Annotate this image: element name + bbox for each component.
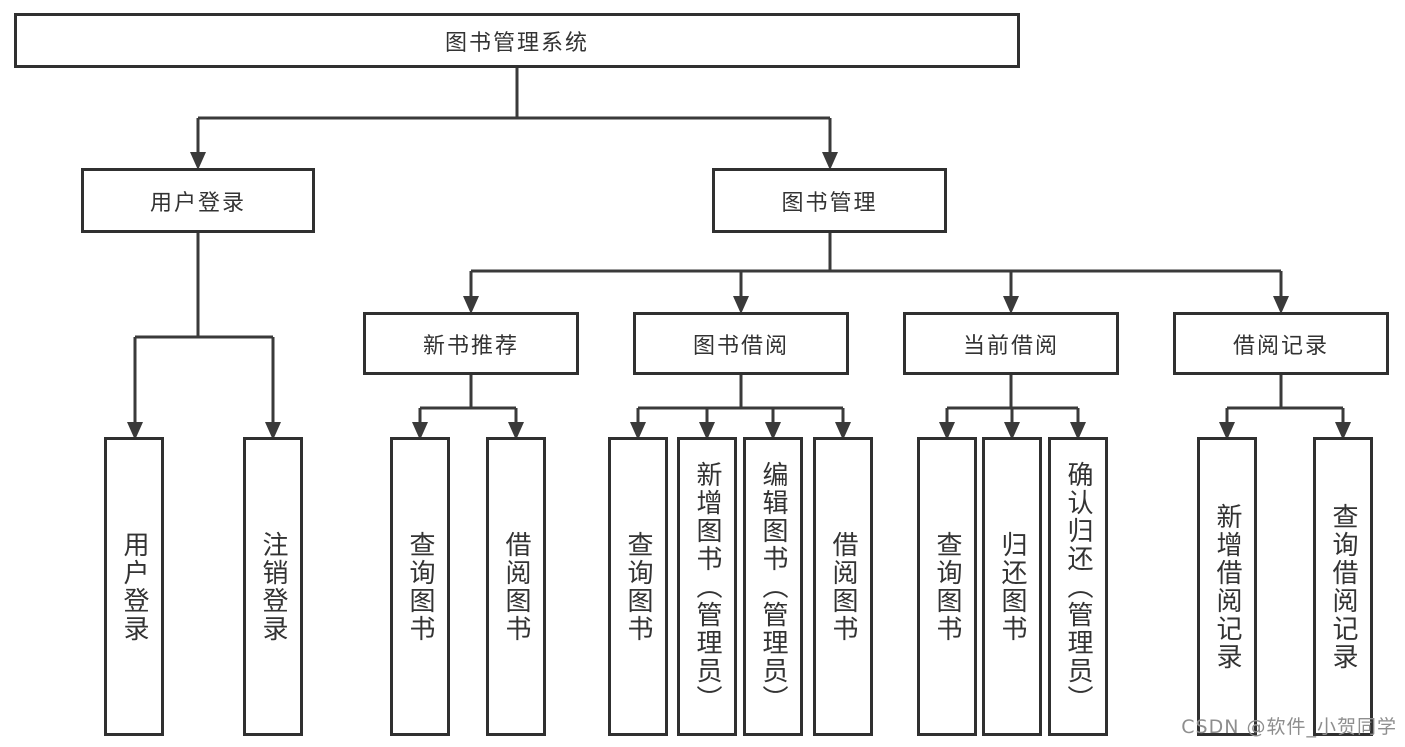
leaf-user-login: 用户登录 <box>104 437 164 736</box>
leaf-bb-edit-books-admin: 编辑图书（管理员） <box>743 437 803 736</box>
leaf-bb-borrow-books: 借阅图书 <box>813 437 873 736</box>
leaf-br-add-record: 新增借阅记录 <box>1197 437 1257 736</box>
node-current-borrowing: 当前借阅 <box>903 312 1119 375</box>
leaf-cb-query-books: 查询图书 <box>917 437 977 736</box>
leaf-logout: 注销登录 <box>243 437 303 736</box>
node-book-management: 图书管理 <box>712 168 947 233</box>
node-book-borrowing: 图书借阅 <box>633 312 849 375</box>
leaf-cb-return-books: 归还图书 <box>982 437 1042 736</box>
node-new-book-recommend: 新书推荐 <box>363 312 579 375</box>
node-root: 图书管理系统 <box>14 13 1020 68</box>
leaf-bb-add-books-admin: 新增图书（管理员） <box>677 437 737 736</box>
leaf-br-query-record: 查询借阅记录 <box>1313 437 1373 736</box>
leaf-cb-confirm-return-admin: 确认归还（管理员） <box>1048 437 1108 736</box>
watermark: CSDN @软件_小贺同学 <box>1181 716 1397 738</box>
node-user-login: 用户登录 <box>81 168 315 233</box>
leaf-nbr-query-books: 查询图书 <box>390 437 450 736</box>
node-borrowing-records: 借阅记录 <box>1173 312 1389 375</box>
leaf-nbr-borrow-books: 借阅图书 <box>486 437 546 736</box>
leaf-bb-query-books: 查询图书 <box>608 437 668 736</box>
